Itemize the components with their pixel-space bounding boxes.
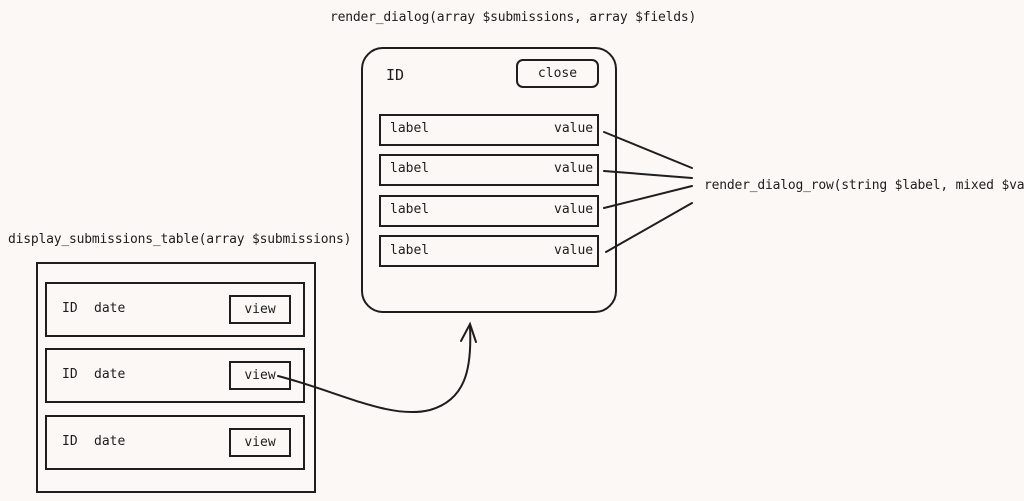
row-connector-line (605, 202, 693, 253)
dialog-row-value: value (554, 161, 594, 176)
arrowhead (460, 321, 477, 343)
view-button[interactable]: view (229, 295, 291, 324)
table-row-id: ID (62, 301, 78, 316)
dialog-row (379, 154, 599, 186)
table-row-date: date (94, 434, 126, 449)
row-connector-line (603, 131, 693, 169)
view-button[interactable]: view (229, 428, 291, 457)
row-connector-line (603, 170, 693, 179)
dialog-row-label: label (390, 243, 430, 258)
dialog-row-value: value (554, 202, 594, 217)
table-row-id: ID (62, 434, 78, 449)
table-row-date: date (94, 367, 126, 382)
table-row (45, 282, 305, 337)
table-row (45, 415, 305, 470)
dialog-row-value: value (554, 121, 594, 136)
dialog-row (379, 235, 599, 267)
render-dialog-row-caption: render_dialog_row(string $label, mixed $… (704, 178, 1024, 193)
dialog-row-label: label (390, 202, 430, 217)
dialog-row-value: value (554, 243, 594, 258)
table-row-date: date (94, 301, 126, 316)
dialog-box (361, 47, 617, 313)
display-submissions-table-caption: display_submissions_table(array $submiss… (8, 232, 352, 247)
dialog-row-label: label (390, 161, 430, 176)
dialog-row (379, 195, 599, 227)
render-dialog-caption: render_dialog(array $submissions, array … (330, 10, 697, 25)
table-row-id: ID (62, 367, 78, 382)
dialog-row (379, 114, 599, 146)
row-connector-line (603, 185, 693, 209)
dialog-row-label: label (390, 121, 430, 136)
view-button[interactable]: view (229, 361, 291, 390)
close-button[interactable]: close (516, 59, 599, 88)
dialog-id-label: ID (386, 66, 405, 84)
